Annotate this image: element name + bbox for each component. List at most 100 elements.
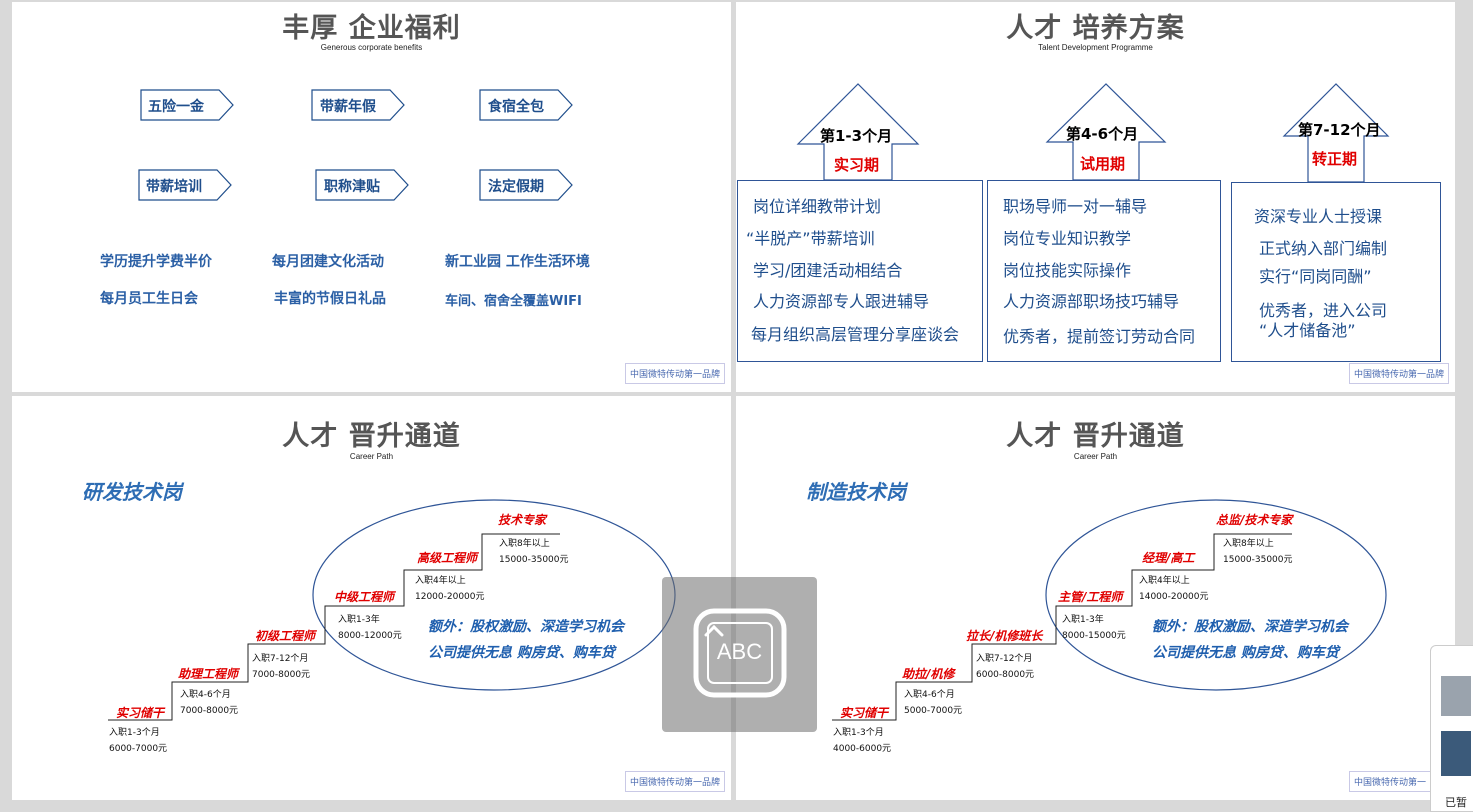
side-window-text: 已暂 xyxy=(1445,796,1467,809)
stage-name: 转正期 xyxy=(1312,150,1358,168)
level-name: 实习储干 xyxy=(116,706,165,720)
panel-title: 人才 培养方案 xyxy=(1006,13,1185,44)
level-tenure: 入职8年以上 xyxy=(499,539,550,549)
level-info: 入职1-3年 8000-15000元 xyxy=(1062,612,1126,644)
panel-title: 丰厚 企业福利 xyxy=(282,13,461,44)
career-category: 制造技术岗 xyxy=(806,480,906,504)
tag-arrow-shape xyxy=(479,89,573,121)
stage-item: 优秀者，进入公司 xyxy=(1259,301,1388,320)
level-info: 入职4年以上 12000-20000元 xyxy=(415,573,485,605)
level-info: 入职1-3年 8000-12000元 xyxy=(338,612,402,644)
level-name: 实习储干 xyxy=(840,706,889,720)
stage-item: “半脱产”带薪培训 xyxy=(746,229,875,248)
stage-item: “人才储备池” xyxy=(1259,321,1356,340)
stage-period: 第1-3个月 xyxy=(820,127,893,145)
stage-item: 职场导师一对一辅导 xyxy=(1003,197,1148,216)
level-salary: 8000-15000元 xyxy=(1062,631,1126,641)
level-info: 入职7-12个月 7000-8000元 xyxy=(252,651,310,683)
level-name: 主管/工程师 xyxy=(1058,590,1123,604)
level-name: 总监/技术专家 xyxy=(1216,513,1293,527)
stage-item: 岗位专业知识教学 xyxy=(1003,229,1132,248)
benefit-item: 学历提升学费半价 xyxy=(100,254,212,270)
panel-career-path-mfg: 人才 晋升通道 Career Path 制造技术岗 实习储干 入职1-3个月 4… xyxy=(736,396,1455,800)
stage-arrow-shape xyxy=(1282,83,1390,183)
stage-period: 第4-6个月 xyxy=(1066,125,1139,143)
side-preview-window[interactable]: 已暂 xyxy=(1430,645,1473,812)
extra-benefit: 额外：股权激励、深造学习机会 xyxy=(428,619,624,635)
benefit-item: 丰富的节假日礼品 xyxy=(274,291,386,307)
text-recognition-button[interactable]: ABC xyxy=(662,577,817,732)
level-info: 入职1-3个月 4000-6000元 xyxy=(833,725,891,757)
level-salary: 6000-7000元 xyxy=(109,744,168,754)
highlight-ellipse xyxy=(1045,499,1387,691)
benefit-tag: 带薪年假 xyxy=(320,99,376,115)
level-salary: 5000-7000元 xyxy=(904,706,963,716)
panel-title: 人才 晋升通道 xyxy=(1006,421,1185,452)
extra-benefit: 公司提供无息 购房贷、购车贷 xyxy=(428,645,615,661)
level-salary: 15000-35000元 xyxy=(1223,555,1293,565)
panel-corporate-benefits: 丰厚 企业福利 Generous corporate benefits 五险一金… xyxy=(12,2,731,392)
stage-arrow-shape xyxy=(1045,83,1167,181)
brand-stamp: 中国微特传动第一品牌 xyxy=(1348,363,1449,384)
benefit-item: 每月员工生日会 xyxy=(100,291,198,307)
stage-name: 实习期 xyxy=(834,156,880,174)
extra-benefit: 额外：股权激励、深造学习机会 xyxy=(1152,619,1348,635)
abc-label: ABC xyxy=(716,639,763,664)
stage-item: 岗位详细教带计划 xyxy=(753,197,882,216)
level-info: 入职8年以上 15000-35000元 xyxy=(499,536,569,568)
stage-item: 实行“同岗同酬” xyxy=(1259,267,1372,286)
stage-box: 职场导师一对一辅导 岗位专业知识教学 岗位技能实际操作 人力资源部职场技巧辅导 … xyxy=(987,180,1221,362)
benefit-tag: 带薪培训 xyxy=(146,179,202,195)
benefit-item: 车间、宿舍全覆盖WIFI xyxy=(445,294,582,309)
panel-subtitle: Career Path xyxy=(1073,452,1118,461)
step-line xyxy=(108,533,560,721)
level-info: 入职4年以上 14000-20000元 xyxy=(1139,573,1209,605)
level-name: 拉长/机修班长 xyxy=(966,629,1043,643)
level-tenure: 入职7-12个月 xyxy=(976,654,1033,664)
tag-arrow-shape xyxy=(138,169,232,201)
brand-stamp: 中国微特传动第一品牌 xyxy=(624,363,725,384)
panel-subtitle: Career Path xyxy=(349,452,394,461)
stage-item: 每月组织高层管理分享座谈会 xyxy=(751,325,960,344)
abc-scan-icon xyxy=(693,608,787,698)
brand-stamp: 中国微特传动第一品牌 xyxy=(624,771,725,792)
panel-career-path-rd: 人才 晋升通道 Career Path 研发技术岗 实习储干 入职1-3个月 6… xyxy=(12,396,731,800)
level-salary: 15000-35000元 xyxy=(499,555,569,565)
level-salary: 6000-8000元 xyxy=(976,670,1035,680)
stage-item: 优秀者，提前签订劳动合同 xyxy=(1003,327,1196,346)
level-salary: 12000-20000元 xyxy=(415,592,485,602)
preview-thumbnail xyxy=(1441,731,1471,776)
level-salary: 14000-20000元 xyxy=(1139,592,1209,602)
level-name: 经理/高工 xyxy=(1142,551,1195,565)
level-name: 高级工程师 xyxy=(417,551,478,565)
preview-thumbnail xyxy=(1441,676,1471,716)
level-salary: 7000-8000元 xyxy=(180,706,239,716)
level-name: 中级工程师 xyxy=(334,590,395,604)
level-name: 初级工程师 xyxy=(255,629,316,643)
level-tenure: 入职1-3个月 xyxy=(109,728,160,738)
benefit-tag: 食宿全包 xyxy=(488,99,544,115)
level-tenure: 入职4-6个月 xyxy=(180,690,231,700)
level-name: 助理工程师 xyxy=(178,667,239,681)
level-tenure: 入职4年以上 xyxy=(1139,576,1190,586)
stage-item: 学习/团建活动相结合 xyxy=(753,261,903,280)
stage-item: 人力资源部专人跟进辅导 xyxy=(753,292,930,311)
benefit-item: 新工业园 工作生活环境 xyxy=(445,254,590,270)
career-category: 研发技术岗 xyxy=(82,480,182,504)
benefit-tag-arrows xyxy=(138,89,573,201)
level-info: 入职4-6个月 5000-7000元 xyxy=(904,687,962,719)
stage-box: 资深专业人士授课 正式纳入部门编制 实行“同岗同酬” 优秀者，进入公司 “人才储… xyxy=(1231,182,1441,362)
panel-title: 人才 晋升通道 xyxy=(282,421,461,452)
level-info: 入职4-6个月 7000-8000元 xyxy=(180,687,238,719)
stage-box: 岗位详细教带计划 “半脱产”带薪培训 学习/团建活动相结合 人力资源部专人跟进辅… xyxy=(737,180,983,362)
level-tenure: 入职7-12个月 xyxy=(252,654,309,664)
benefit-tag: 五险一金 xyxy=(148,99,204,115)
stage-name: 试用期 xyxy=(1080,155,1126,173)
stage-period: 第7-12个月 xyxy=(1298,121,1381,139)
stage-item: 岗位技能实际操作 xyxy=(1003,261,1132,280)
level-tenure: 入职1-3年 xyxy=(338,615,380,625)
level-tenure: 入职4-6个月 xyxy=(904,690,955,700)
brand-stamp: 中国微特传动第一 xyxy=(1348,771,1431,792)
tag-arrow-shape xyxy=(315,169,409,201)
level-name: 助拉/机修 xyxy=(902,667,955,681)
